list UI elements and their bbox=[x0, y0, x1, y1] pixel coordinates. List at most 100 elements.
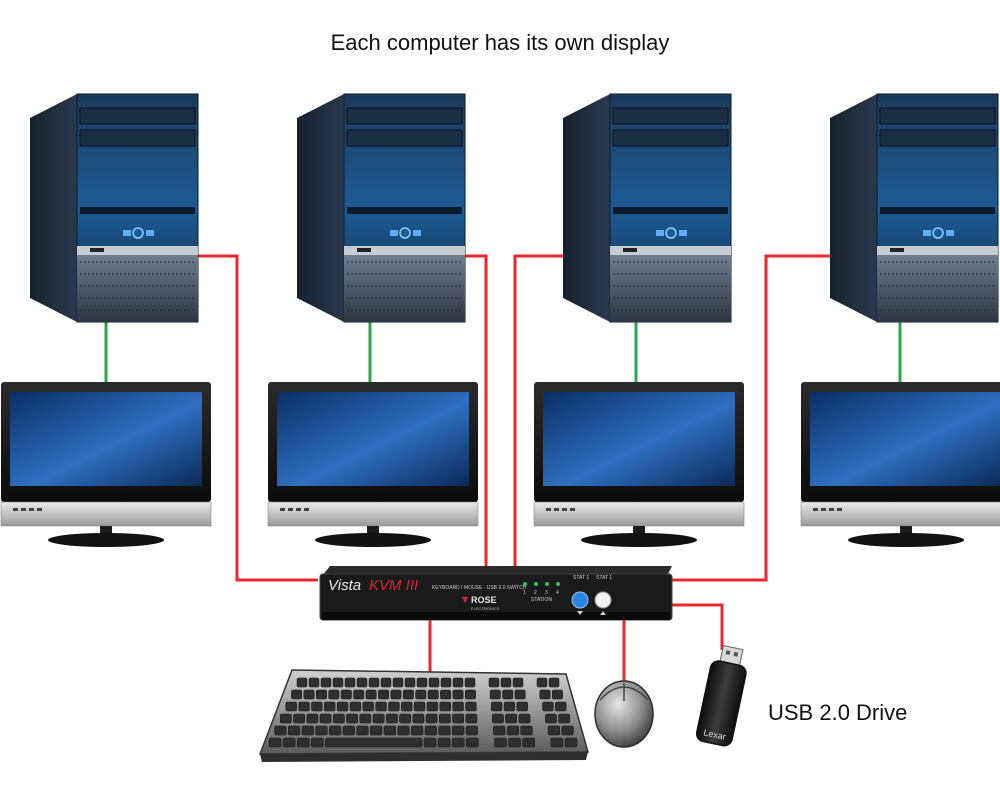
keyboard-key[interactable] bbox=[388, 701, 400, 712]
keyboard-key[interactable] bbox=[514, 689, 526, 700]
keyboard-key[interactable] bbox=[536, 677, 548, 688]
keyboard-key[interactable] bbox=[555, 701, 567, 712]
keyboard-key[interactable] bbox=[368, 677, 380, 688]
keyboard-key[interactable] bbox=[520, 725, 533, 736]
keyboard-key[interactable] bbox=[506, 725, 519, 736]
keyboard-key[interactable] bbox=[306, 713, 319, 724]
keyboard-key[interactable] bbox=[399, 713, 411, 724]
keyboard-key[interactable] bbox=[296, 737, 310, 748]
keyboard-key[interactable] bbox=[340, 689, 352, 700]
switch-select-button-white[interactable] bbox=[594, 591, 612, 609]
keyboard-key[interactable] bbox=[490, 701, 503, 712]
keyboard-key[interactable] bbox=[547, 725, 560, 736]
tower-button[interactable] bbox=[146, 230, 154, 236]
keyboard-key[interactable] bbox=[465, 713, 478, 724]
keyboard-key[interactable] bbox=[545, 713, 557, 724]
keyboard-key[interactable] bbox=[315, 725, 328, 736]
monitor-button[interactable] bbox=[546, 508, 551, 511]
keyboard-key[interactable] bbox=[311, 701, 323, 712]
keyboard-key[interactable] bbox=[550, 737, 564, 748]
keyboard-key[interactable] bbox=[296, 677, 308, 688]
keyboard-key[interactable] bbox=[385, 713, 398, 724]
keyboard-key[interactable] bbox=[293, 713, 305, 724]
keyboard-key[interactable] bbox=[452, 701, 464, 712]
tower-button[interactable] bbox=[923, 230, 931, 236]
keyboard-key[interactable] bbox=[423, 737, 437, 748]
monitor-button[interactable] bbox=[21, 508, 26, 511]
keyboard-key[interactable] bbox=[402, 689, 414, 700]
keyboard-key[interactable] bbox=[425, 713, 438, 724]
keyboard-key[interactable] bbox=[452, 713, 465, 724]
keyboard-key[interactable] bbox=[372, 713, 385, 724]
keyboard-key[interactable] bbox=[380, 677, 392, 688]
keyboard-key[interactable] bbox=[508, 737, 521, 748]
keyboard-key[interactable] bbox=[319, 713, 332, 724]
power-button-icon[interactable] bbox=[932, 227, 944, 239]
monitor-button[interactable] bbox=[29, 508, 34, 511]
keyboard-key[interactable] bbox=[342, 725, 355, 736]
keyboard-key[interactable] bbox=[493, 725, 506, 736]
keyboard-key[interactable] bbox=[383, 725, 396, 736]
power-button-icon[interactable] bbox=[132, 227, 144, 239]
keyboard-key[interactable] bbox=[518, 713, 531, 724]
keyboard-key[interactable] bbox=[440, 689, 452, 700]
monitor-button[interactable] bbox=[288, 508, 293, 511]
monitor-button[interactable] bbox=[813, 508, 818, 511]
keyboard-key[interactable] bbox=[328, 689, 340, 700]
keyboard-key[interactable] bbox=[416, 677, 428, 688]
keyboard-key[interactable] bbox=[268, 737, 282, 748]
keyboard-key[interactable] bbox=[465, 701, 477, 712]
tower-button[interactable] bbox=[413, 230, 421, 236]
keyboard-key[interactable] bbox=[426, 701, 439, 712]
keyboard-key[interactable] bbox=[465, 725, 478, 736]
monitor-button[interactable] bbox=[562, 508, 567, 511]
keyboard-key[interactable] bbox=[298, 701, 310, 712]
keyboard-key[interactable] bbox=[438, 725, 451, 736]
keyboard-key[interactable] bbox=[465, 689, 476, 700]
tower-button[interactable] bbox=[390, 230, 398, 236]
power-button-icon[interactable] bbox=[399, 227, 411, 239]
keyboard-key[interactable] bbox=[375, 701, 387, 712]
keyboard-key[interactable] bbox=[285, 701, 297, 712]
monitor-button[interactable] bbox=[280, 508, 285, 511]
monitor-button[interactable] bbox=[837, 508, 842, 511]
keyboard-key[interactable] bbox=[332, 677, 344, 688]
keyboard-key[interactable] bbox=[452, 677, 464, 688]
keyboard-key[interactable] bbox=[551, 689, 563, 700]
keyboard-key[interactable] bbox=[282, 737, 296, 748]
keyboard-key[interactable] bbox=[303, 689, 315, 700]
keyboard-key[interactable] bbox=[370, 725, 383, 736]
keyboard-key[interactable] bbox=[564, 737, 578, 748]
keyboard-key[interactable] bbox=[500, 677, 512, 688]
monitor-button[interactable] bbox=[13, 508, 18, 511]
keyboard-key[interactable] bbox=[349, 701, 362, 712]
keyboard-key[interactable] bbox=[320, 677, 332, 688]
keyboard-key[interactable] bbox=[439, 713, 451, 724]
keyboard-key[interactable] bbox=[291, 689, 303, 700]
keyboard-key[interactable] bbox=[452, 725, 465, 736]
monitor-button[interactable] bbox=[821, 508, 826, 511]
keyboard-key[interactable] bbox=[308, 677, 320, 688]
keyboard-key[interactable] bbox=[404, 677, 416, 688]
keyboard-key[interactable] bbox=[427, 689, 439, 700]
keyboard-key[interactable] bbox=[390, 689, 402, 700]
keyboard-key[interactable] bbox=[512, 677, 524, 688]
keyboard-key[interactable] bbox=[356, 677, 368, 688]
keyboard-key[interactable] bbox=[503, 701, 516, 712]
keyboard-key[interactable] bbox=[492, 713, 504, 724]
keyboard-key[interactable] bbox=[324, 701, 336, 712]
keyboard-key[interactable] bbox=[274, 725, 287, 736]
keyboard-key[interactable] bbox=[359, 713, 372, 724]
keyboard-key[interactable] bbox=[542, 701, 554, 712]
keyboard-key[interactable] bbox=[488, 677, 500, 688]
keyboard-key[interactable] bbox=[301, 725, 314, 736]
keyboard-key[interactable] bbox=[494, 737, 507, 748]
switch-select-button-blue[interactable] bbox=[571, 591, 589, 609]
keyboard-key[interactable] bbox=[424, 725, 437, 736]
keyboard-key[interactable] bbox=[344, 677, 356, 688]
keyboard-key[interactable] bbox=[392, 677, 404, 688]
keyboard-key[interactable] bbox=[548, 677, 560, 688]
keyboard-key[interactable] bbox=[466, 737, 479, 748]
monitor-button[interactable] bbox=[554, 508, 559, 511]
keyboard-key[interactable] bbox=[437, 737, 451, 748]
